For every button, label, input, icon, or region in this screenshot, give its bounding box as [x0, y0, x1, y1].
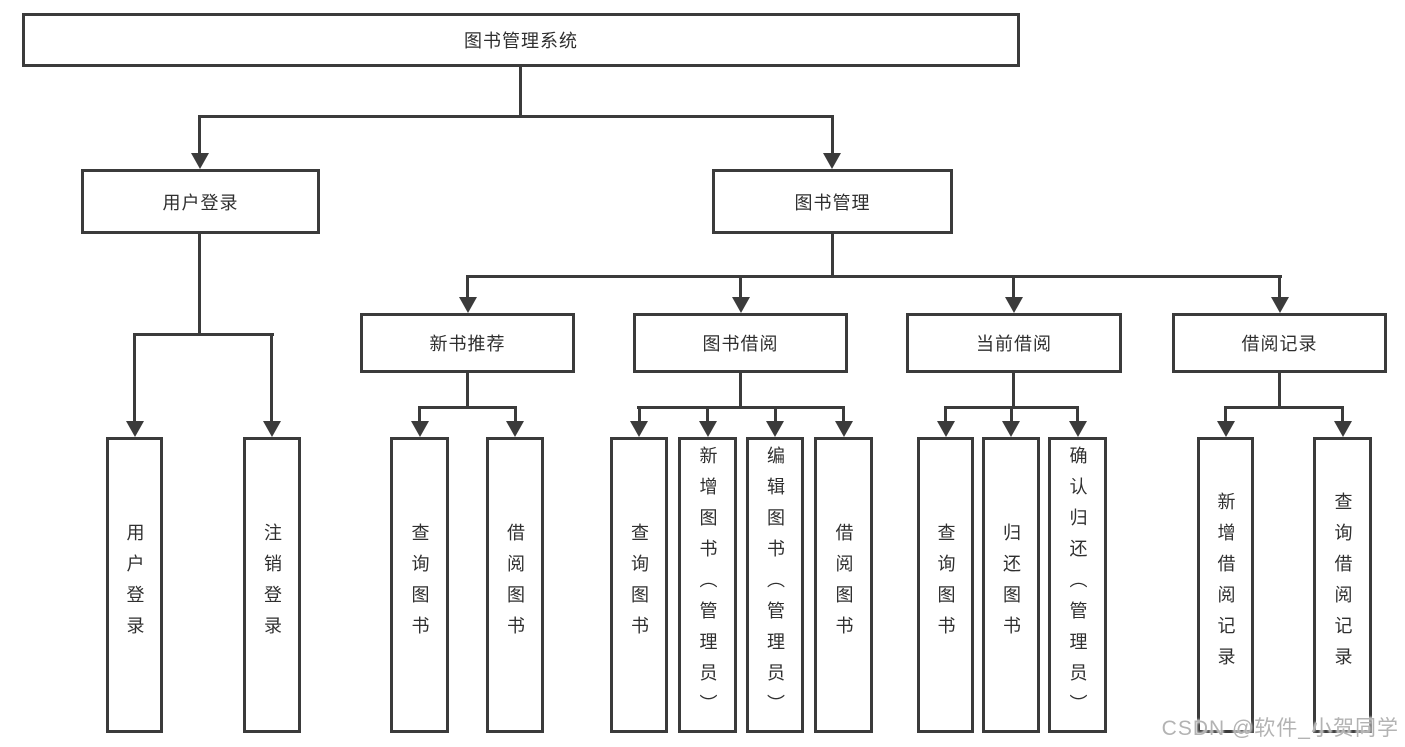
arrow-down-icon — [630, 421, 648, 437]
v-line — [198, 115, 201, 155]
leaf-confirm-return-admin: 确认归还（管理员） — [1048, 437, 1107, 733]
leaf-query-books-recommend-label: 查询图书 — [409, 523, 430, 647]
leaf-add-books-admin-label: 新增图书（管理员） — [697, 445, 718, 725]
v-line — [739, 275, 742, 299]
leaf-query-books-borrow-label: 查询图书 — [629, 523, 649, 647]
v-line — [198, 234, 201, 336]
node-user-login-label: 用户登录 — [162, 192, 239, 213]
h-line — [637, 406, 845, 409]
leaf-confirm-return-admin-label: 确认归还（管理员） — [1067, 445, 1088, 725]
arrow-down-icon — [937, 421, 955, 437]
arrow-down-icon — [1002, 421, 1020, 437]
v-line — [842, 406, 845, 423]
leaf-query-books-recommend: 查询图书 — [390, 437, 449, 733]
h-line — [466, 275, 1282, 278]
v-line — [1278, 275, 1281, 299]
leaf-add-borrow-record-label: 新增借阅记录 — [1215, 492, 1236, 678]
node-borrow-records: 借阅记录 — [1172, 313, 1387, 373]
v-line — [774, 406, 777, 423]
arrow-down-icon — [506, 421, 524, 437]
node-borrow-records-label: 借阅记录 — [1241, 334, 1318, 354]
node-book-borrow: 图书借阅 — [633, 313, 848, 373]
leaf-borrow-books: 借阅图书 — [814, 437, 873, 733]
arrow-down-icon — [699, 421, 717, 437]
leaf-user-login-label: 用户登录 — [124, 523, 145, 647]
v-line — [1224, 406, 1227, 423]
v-line — [831, 234, 834, 278]
node-new-book-recommend: 新书推荐 — [360, 313, 575, 373]
arrow-down-icon — [1217, 421, 1235, 437]
arrow-down-icon — [263, 421, 281, 437]
v-line — [270, 333, 273, 423]
v-line — [1012, 275, 1015, 299]
leaf-edit-books-admin-label: 编辑图书（管理员） — [765, 445, 785, 725]
leaf-add-books-admin: 新增图书（管理员） — [678, 437, 737, 733]
node-new-book-recommend-label: 新书推荐 — [429, 334, 506, 354]
node-book-borrow-label: 图书借阅 — [702, 334, 779, 354]
v-line — [831, 115, 834, 155]
leaf-borrow-books-label: 借阅图书 — [833, 523, 854, 647]
leaf-edit-books-admin: 编辑图书（管理员） — [746, 437, 804, 733]
v-line — [1341, 406, 1344, 423]
node-book-management: 图书管理 — [712, 169, 953, 234]
leaf-query-borrow-record: 查询借阅记录 — [1313, 437, 1372, 733]
leaf-user-login: 用户登录 — [106, 437, 163, 733]
arrow-down-icon — [1334, 421, 1352, 437]
arrow-down-icon — [835, 421, 853, 437]
node-user-login: 用户登录 — [81, 169, 320, 234]
leaf-borrow-books-recommend-label: 借阅图书 — [505, 523, 525, 647]
v-line — [1278, 373, 1281, 409]
h-line — [1224, 406, 1344, 409]
v-line — [466, 275, 469, 299]
arrow-down-icon — [823, 153, 841, 169]
leaf-query-books-current-label: 查询图书 — [935, 523, 956, 647]
arrow-down-icon — [411, 421, 429, 437]
v-line — [133, 333, 136, 423]
v-line — [739, 373, 742, 409]
v-line — [1076, 406, 1079, 423]
node-root-label: 图书管理系统 — [464, 31, 578, 51]
leaf-logout-label: 注销登录 — [262, 523, 282, 647]
v-line — [944, 406, 947, 423]
leaf-query-books-current: 查询图书 — [917, 437, 974, 733]
leaf-query-books-borrow: 查询图书 — [610, 437, 668, 733]
v-line — [514, 406, 517, 423]
leaf-query-borrow-record-label: 查询借阅记录 — [1332, 492, 1353, 678]
arrow-down-icon — [191, 153, 209, 169]
v-line — [1010, 406, 1013, 423]
v-line — [638, 406, 641, 423]
h-line — [133, 333, 274, 336]
h-line — [198, 115, 834, 118]
v-line — [519, 67, 522, 118]
arrow-down-icon — [766, 421, 784, 437]
node-current-borrow-label: 当前借阅 — [976, 334, 1052, 354]
leaf-add-borrow-record: 新增借阅记录 — [1197, 437, 1254, 733]
arrow-down-icon — [1069, 421, 1087, 437]
leaf-return-books-label: 归还图书 — [1001, 523, 1021, 647]
arrow-down-icon — [1271, 297, 1289, 313]
arrow-down-icon — [459, 297, 477, 313]
leaf-return-books: 归还图书 — [982, 437, 1040, 733]
node-root: 图书管理系统 — [22, 13, 1020, 67]
v-line — [1012, 373, 1015, 409]
watermark: CSDN @软件_小贺同学 — [1161, 717, 1399, 740]
v-line — [706, 406, 709, 423]
node-current-borrow: 当前借阅 — [906, 313, 1122, 373]
leaf-borrow-books-recommend: 借阅图书 — [486, 437, 544, 733]
leaf-logout: 注销登录 — [243, 437, 301, 733]
arrow-down-icon — [126, 421, 144, 437]
v-line — [418, 406, 421, 423]
node-book-management-label: 图书管理 — [794, 192, 871, 213]
arrow-down-icon — [1005, 297, 1023, 313]
v-line — [466, 373, 469, 409]
h-line — [418, 406, 517, 409]
arrow-down-icon — [732, 297, 750, 313]
